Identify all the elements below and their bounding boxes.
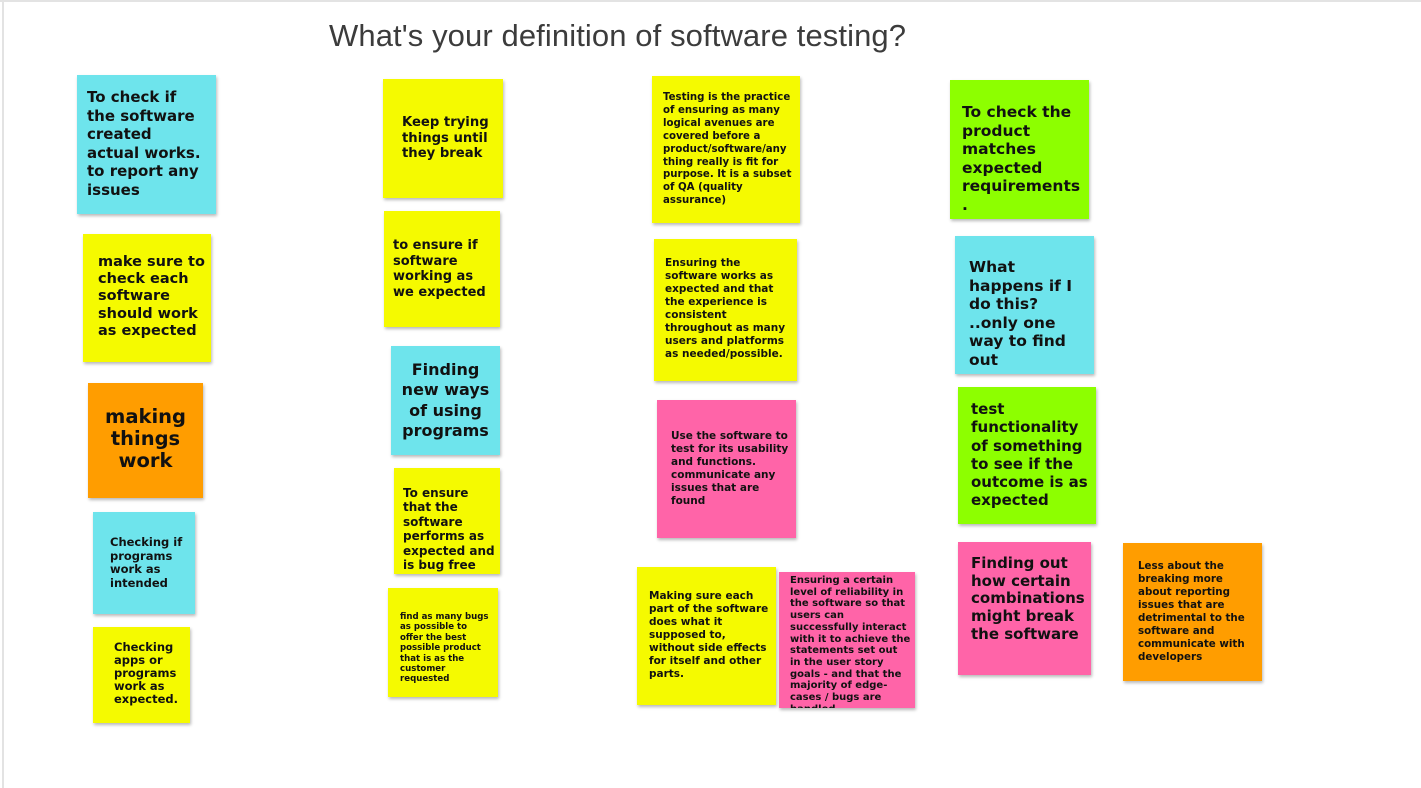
sticky-note-9[interactable]: To ensure that the software performs as …: [394, 468, 500, 574]
sticky-note-14[interactable]: Making sure each part of the software do…: [637, 567, 776, 705]
sticky-note-text: Testing is the practice of ensuring as m…: [663, 92, 792, 207]
sticky-note-text: To check if the software created actual …: [87, 88, 201, 199]
sticky-note-text: Less about the breaking more about repor…: [1138, 560, 1245, 663]
sticky-note-text: to ensure if software working as we expe…: [393, 238, 486, 301]
sticky-note-12[interactable]: Ensuring the software works as expected …: [654, 239, 797, 381]
sticky-note-text: Ensuring a certain level of reliability …: [790, 575, 911, 708]
board-top-border: [0, 0, 1421, 2]
board-left-border: [2, 0, 4, 788]
sticky-note-15[interactable]: Ensuring a certain level of reliability …: [779, 572, 915, 708]
sticky-note-text: making things work: [105, 405, 186, 472]
sticky-note-5[interactable]: Checking apps or programs work as expect…: [93, 627, 190, 723]
sticky-note-7[interactable]: to ensure if software working as we expe…: [384, 211, 500, 327]
sticky-note-2[interactable]: make sure to check each software should …: [83, 234, 211, 362]
sticky-note-1[interactable]: To check if the software created actual …: [77, 75, 216, 214]
sticky-note-text: make sure to check each software should …: [98, 254, 205, 339]
sticky-note-text: Keep trying things until they break: [402, 115, 489, 161]
sticky-note-text: Finding new ways of using programs: [401, 360, 490, 440]
sticky-note-text: To check the product matches expected re…: [962, 103, 1081, 214]
sticky-note-3[interactable]: making things work: [88, 383, 203, 498]
sticky-note-11[interactable]: Testing is the practice of ensuring as m…: [652, 76, 800, 223]
sticky-note-text: What happens if I do this? ..only one wa…: [969, 258, 1073, 369]
sticky-note-text: Finding out how certain combinations mig…: [971, 554, 1085, 643]
sticky-note-text: To ensure that the software performs as …: [403, 486, 495, 573]
sticky-note-text: Checking if programs work as intended: [110, 535, 183, 590]
sticky-note-10[interactable]: find as many bugs as possible to offer t…: [388, 588, 498, 697]
sticky-note-text: test functionality of something to see i…: [971, 400, 1088, 510]
sticky-note-text: Use the software to test for its usabili…: [671, 430, 789, 507]
board-title: What's your definition of software testi…: [329, 18, 907, 53]
sticky-note-16[interactable]: To check the product matches expected re…: [950, 80, 1089, 219]
sticky-note-text: Checking apps or programs work as expect…: [114, 640, 178, 706]
sticky-note-6[interactable]: Keep trying things until they break: [383, 79, 503, 198]
sticky-note-4[interactable]: Checking if programs work as intended: [93, 512, 195, 614]
sticky-note-text: find as many bugs as possible to offer t…: [400, 612, 489, 685]
sticky-note-text: Ensuring the software works as expected …: [665, 257, 786, 360]
sticky-note-19[interactable]: Finding out how certain combinations mig…: [958, 542, 1091, 675]
sticky-note-17[interactable]: What happens if I do this? ..only one wa…: [955, 236, 1094, 374]
sticky-note-8[interactable]: Finding new ways of using programs: [391, 346, 500, 455]
sticky-note-13[interactable]: Use the software to test for its usabili…: [657, 400, 796, 538]
sticky-note-20[interactable]: Less about the breaking more about repor…: [1123, 543, 1262, 681]
sticky-note-18[interactable]: test functionality of something to see i…: [958, 387, 1096, 524]
sticky-note-text: Making sure each part of the software do…: [649, 590, 769, 680]
